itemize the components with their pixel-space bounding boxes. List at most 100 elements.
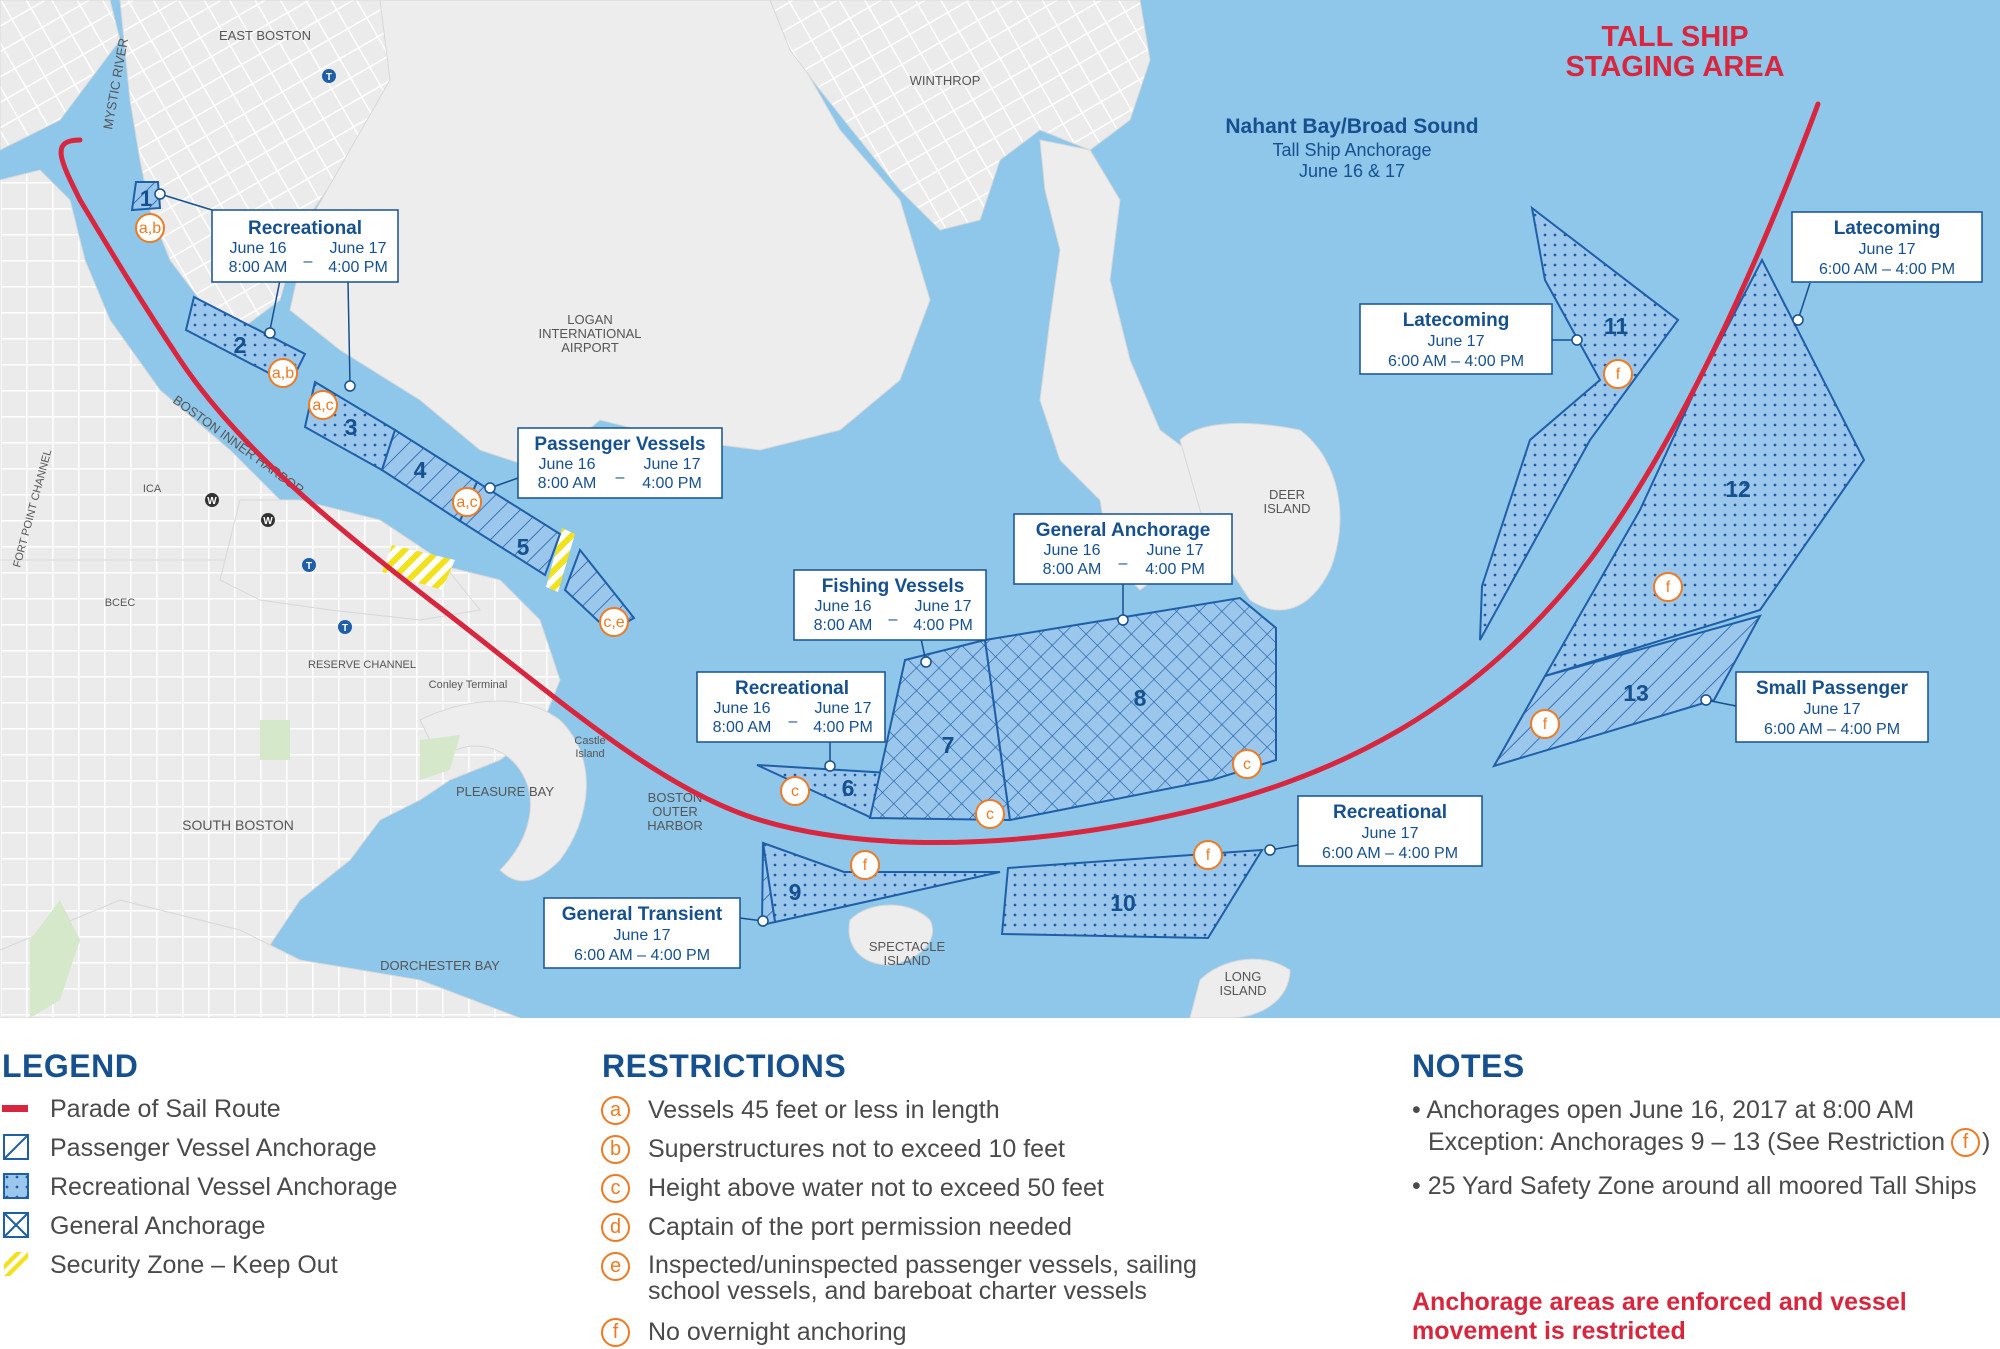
zone-number-13: 13 — [1623, 680, 1649, 706]
zone-number-8: 8 — [1134, 685, 1147, 711]
anchorage-zones — [130, 181, 1866, 940]
callout-title: Recreational — [735, 678, 849, 699]
restriction-b: b Superstructures not to exceed 10 feet — [601, 1135, 1065, 1164]
security-zone-east — [546, 528, 575, 592]
callout-date-end: June 17 — [815, 700, 872, 717]
restriction-code-a: a — [601, 1096, 630, 1125]
tall-ship-title-line2: STAGING AREA — [1565, 51, 1784, 83]
callout-time-start: 8:00 AM — [713, 719, 772, 736]
callout-time-end: 4:00 PM — [642, 475, 702, 492]
restriction-code-c: c — [601, 1174, 630, 1203]
tag-text: a,c — [456, 494, 477, 511]
note-restriction-code: f — [1950, 1127, 1980, 1157]
tag-zone-13: f — [1530, 709, 1560, 739]
tag-zone-4: a,c — [452, 487, 482, 517]
zone-numbers: 1 2 3 4 5 6 7 8 9 10 11 12 13 — [140, 186, 1751, 916]
tag-zone-10: f — [1193, 840, 1223, 870]
callout-title: Recreational — [248, 218, 362, 239]
tag-text: a,b — [139, 220, 161, 237]
w-symbol: W — [263, 516, 273, 527]
callout-time-end: 4:00 PM — [813, 719, 873, 736]
label-castle-1: Castle — [574, 735, 605, 747]
callout-boxes: Recreational June 16 June 17 – 8:00 AM 4… — [211, 209, 1983, 969]
callout-date: June 17 — [1859, 241, 1916, 258]
land — [0, 0, 1341, 1018]
callout-date-start: June 16 — [1044, 542, 1101, 559]
tag-text: c — [986, 806, 994, 823]
zone-11-area — [1479, 205, 1680, 641]
restriction-text: Inspected/uninspected passenger vessels,… — [648, 1251, 1197, 1305]
zone-number-6: 6 — [842, 775, 855, 801]
legend-label: General Anchorage — [50, 1211, 266, 1240]
parade-route — [58, 101, 1821, 845]
callout-time: 6:00 AM – 4:00 PM — [1819, 261, 1955, 278]
callout-date: June 17 — [1428, 333, 1485, 350]
callout-passenger-vessels: Passenger Vessels June 16 June 17 – 8:00… — [517, 427, 723, 499]
label-long-1: LONG — [1225, 969, 1262, 984]
callout-recreational-zone6: Recreational June 16 June 17 – 8:00 AM 4… — [696, 671, 886, 743]
label-pleasure-bay: PLEASURE BAY — [456, 784, 554, 799]
zone-9b-area — [760, 842, 777, 927]
callout-title: Passenger Vessels — [534, 434, 705, 455]
tag-zone-5: c,e — [599, 607, 629, 637]
w-symbol: W — [207, 496, 217, 507]
callout-latecoming-zone12: Latecoming June 17 6:00 AM – 4:00 PM — [1791, 211, 1983, 283]
callout-small-passenger: Small Passenger June 17 6:00 AM – 4:00 P… — [1735, 671, 1929, 743]
callout-date: June 17 — [1362, 825, 1419, 842]
callout-fishing-vessels: Fishing Vessels June 16 June 17 – 8:00 A… — [793, 569, 987, 641]
nahant-title: Nahant Bay/Broad Sound — [1225, 115, 1478, 138]
t-symbol: T — [342, 623, 348, 634]
legend-item-general: General Anchorage — [2, 1211, 265, 1241]
transit-markers: T T T W W — [205, 69, 352, 634]
tag-text: c — [1243, 756, 1251, 773]
label-dorchester-bay: DORCHESTER BAY — [380, 958, 500, 973]
park-areas — [30, 720, 460, 1018]
callout-recreational-zone2: Recreational June 16 June 17 – 8:00 AM 4… — [211, 209, 399, 283]
restrictions-title: RESTRICTIONS — [602, 1048, 847, 1084]
callout-time-end: 4:00 PM — [913, 617, 973, 634]
callout-dash: – — [304, 253, 313, 270]
callout-date-end: June 17 — [1147, 542, 1204, 559]
callout-date-start: June 16 — [815, 598, 872, 615]
legend-label: Security Zone – Keep Out — [50, 1250, 338, 1279]
key-panel: LEGEND Parade of Sail Route Passenger Ve… — [0, 1018, 2000, 1349]
zone-number-12: 12 — [1725, 476, 1751, 502]
tag-text: f — [1666, 579, 1671, 596]
restriction-d: d Captain of the port permission needed — [601, 1213, 1072, 1242]
callout-dash: – — [789, 713, 798, 730]
callout-title: Latecoming — [1403, 310, 1510, 331]
nahant-line2: June 16 & 17 — [1299, 161, 1405, 181]
tag-zone-2: a,b — [268, 358, 298, 388]
zone-number-9: 9 — [789, 879, 802, 905]
callout-time-end: 4:00 PM — [1145, 561, 1205, 578]
restriction-text: Captain of the port permission needed — [648, 1213, 1072, 1241]
label-east-boston: EAST BOSTON — [219, 28, 311, 43]
label-deer-1: DEER — [1269, 487, 1305, 502]
zone-number-11: 11 — [1604, 313, 1629, 339]
zone-number-7: 7 — [942, 732, 955, 758]
legend-item-route: Parade of Sail Route — [2, 1094, 281, 1124]
callout-time-start: 8:00 AM — [814, 617, 873, 634]
label-winthrop: WINTHROP — [910, 73, 981, 88]
restriction-c: c Height above water not to exceed 50 fe… — [601, 1174, 1104, 1203]
tag-text: a,c — [312, 397, 333, 414]
legend-item-recreational: Recreational Vessel Anchorage — [2, 1172, 397, 1202]
callout-date: June 17 — [614, 927, 671, 944]
legend-item-passenger: Passenger Vessel Anchorage — [2, 1133, 377, 1163]
restriction-text: Height above water not to exceed 50 feet — [648, 1174, 1104, 1202]
restriction-text: No overnight anchoring — [648, 1318, 907, 1346]
tag-zone-3: a,c — [308, 390, 338, 420]
route-swatch — [2, 1105, 28, 1112]
tag-zone-7: c — [975, 799, 1005, 829]
label-spectacle-2: ISLAND — [884, 953, 931, 968]
zone-10-area — [1000, 848, 1264, 940]
callout-time-start: 8:00 AM — [538, 475, 597, 492]
callout-time-end: 4:00 PM — [328, 259, 388, 276]
tag-zone-9: f — [850, 850, 880, 880]
harbor-map: TALL SHIP STAGING AREA Nahant Bay/Broad … — [0, 0, 2000, 1018]
callout-time: 6:00 AM – 4:00 PM — [1388, 353, 1524, 370]
restriction-e: e Inspected/uninspected passenger vessel… — [601, 1252, 1241, 1304]
callout-general-transient: General Transient June 17 6:00 AM – 4:00… — [543, 897, 741, 969]
zone-number-1: 1 — [140, 186, 152, 211]
zone-8-area — [983, 596, 1277, 822]
